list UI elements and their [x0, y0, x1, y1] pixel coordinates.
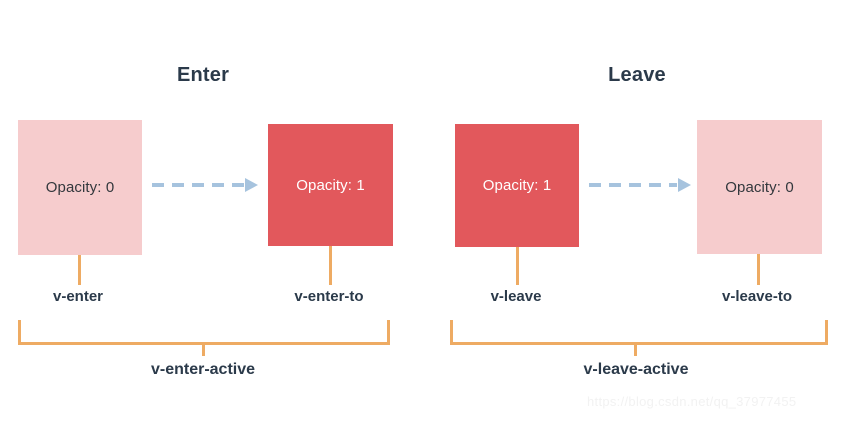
enter-from-box-label: Opacity: 0 — [45, 179, 115, 196]
enter-to-box-label: Opacity: 1 — [296, 176, 365, 194]
enter-active-class-label: v-enter-active — [150, 361, 256, 378]
leave-to-box-label: Opacity: 0 — [725, 178, 794, 196]
leave-transition-arrow — [589, 178, 693, 192]
csdn-watermark: https://blog.csdn.net/qq_37977455 — [587, 394, 797, 409]
enter-from-stem — [78, 255, 81, 285]
enter-from-class-label: v-enter — [52, 288, 104, 305]
leave-active-class-label: v-leave-active — [583, 361, 689, 378]
enter-to-stem — [329, 246, 332, 285]
leave-from-box-label: Opacity: 1 — [482, 177, 552, 194]
leave-arrow-head — [678, 178, 691, 192]
section-title-leave: Leave — [608, 64, 666, 86]
enter-arrow-shaft — [152, 183, 244, 187]
leave-from-stem — [516, 247, 519, 285]
leave-to-class-label: v-leave-to — [721, 288, 793, 305]
leave-to-stem — [757, 254, 760, 285]
section-title-enter: Enter — [176, 64, 230, 86]
enter-to-box: Opacity: 1 — [268, 124, 393, 246]
leave-to-box: Opacity: 0 — [697, 120, 822, 254]
enter-to-class-label: v-enter-to — [294, 288, 364, 305]
enter-from-box: Opacity: 0 — [18, 120, 142, 255]
leave-active-bracket-stem — [634, 342, 637, 356]
enter-transition-arrow — [152, 178, 260, 192]
leave-from-box: Opacity: 1 — [455, 124, 579, 247]
leave-active-bracket — [450, 320, 828, 345]
leave-from-class-label: v-leave — [490, 288, 542, 305]
enter-arrow-head — [245, 178, 258, 192]
leave-arrow-shaft — [589, 183, 677, 187]
enter-active-bracket-stem — [202, 342, 205, 356]
